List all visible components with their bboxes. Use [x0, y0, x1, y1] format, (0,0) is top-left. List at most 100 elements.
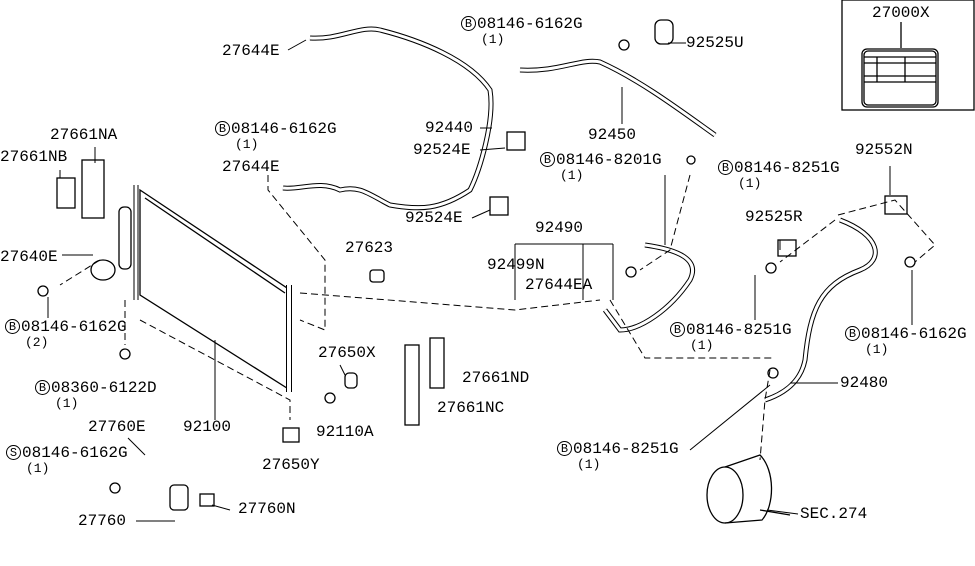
- part-number: 92524E: [413, 141, 471, 159]
- part-number: 92100: [183, 418, 232, 436]
- part-number: 08360-6122D: [51, 379, 157, 397]
- part-label: 27640E: [0, 249, 58, 265]
- part-quantity: (1): [560, 168, 584, 183]
- part-label: 27650X: [318, 345, 376, 361]
- part-number: 08146-8201G: [556, 151, 662, 169]
- part-label: 92499N: [487, 257, 545, 273]
- part-quantity: (1): [235, 137, 259, 152]
- part-label: 27644E: [222, 159, 280, 175]
- compressor: [706, 454, 791, 524]
- part-label: 92440: [425, 120, 473, 136]
- screw-symbol-icon: S: [6, 445, 21, 460]
- part-number: 08146-6162G: [477, 15, 583, 33]
- part-label: 27623: [345, 240, 393, 256]
- part-quantity: (1): [481, 32, 505, 47]
- part-number: 92480: [840, 374, 889, 392]
- part-quantity: (1): [577, 457, 601, 472]
- bolt-symbol-icon: B: [540, 152, 555, 167]
- condenser: [118, 185, 292, 392]
- part-label: 92524E: [405, 210, 463, 226]
- part-number: 27644E: [222, 158, 280, 176]
- part-label: 27661ND: [462, 370, 529, 386]
- part-label: 92552N: [855, 142, 913, 158]
- part-number: 27644EA: [525, 276, 593, 294]
- part-number: 27650X: [318, 344, 376, 362]
- part-label: 27644EA: [525, 277, 592, 293]
- part-quantity: (1): [738, 176, 762, 191]
- part-label: 92525U: [686, 35, 744, 51]
- part-number: SEC.274: [800, 505, 868, 523]
- part-number: 92525R: [745, 208, 803, 226]
- part-quantity: (2): [25, 335, 49, 350]
- part-number: 27760E: [88, 418, 146, 436]
- part-label: 92100: [183, 419, 231, 435]
- part-number: 08146-8251G: [573, 440, 679, 458]
- part-number: 27623: [345, 239, 394, 257]
- part-label: SEC.274: [800, 506, 867, 522]
- part-number: 27644E: [222, 42, 280, 60]
- part-number: 27661NC: [437, 399, 505, 417]
- part-label: 27760N: [238, 501, 296, 517]
- bolt-symbol-icon: B: [557, 441, 572, 456]
- label-box-frame: [841, 0, 975, 111]
- part-label: 92480: [840, 375, 888, 391]
- part-number: 92525U: [686, 34, 744, 52]
- part-label: 92110A: [316, 424, 374, 440]
- leader-lines: [47, 39, 913, 522]
- part-number: 92110A: [316, 423, 374, 441]
- bolt-symbol-icon: B: [5, 319, 20, 334]
- part-number: 27661NB: [0, 148, 68, 166]
- bolt-symbol-icon: B: [718, 160, 733, 175]
- part-number: 27650Y: [262, 456, 320, 474]
- part-label: 92525R: [745, 209, 803, 225]
- small-parts: [37, 19, 916, 511]
- part-number: 27661ND: [462, 369, 530, 387]
- part-number: 27760N: [238, 500, 296, 518]
- part-number: 92499N: [487, 256, 545, 274]
- part-number: 08146-8251G: [734, 159, 840, 177]
- bolt-symbol-icon: B: [461, 16, 476, 31]
- part-number: 08146-8251G: [686, 321, 792, 339]
- bolt-symbol-icon: B: [845, 326, 860, 341]
- part-number: 08146-6162G: [231, 120, 337, 138]
- part-label: 92450: [588, 127, 636, 143]
- part-label: 27760: [78, 513, 126, 529]
- part-label: 27760E: [88, 419, 146, 435]
- part-label: 92490: [535, 220, 583, 236]
- part-number: 92490: [535, 219, 584, 237]
- bolt-symbol-icon: B: [215, 121, 230, 136]
- part-number: 27640E: [0, 248, 58, 266]
- part-number: 92440: [425, 119, 474, 137]
- part-label: 27644E: [222, 43, 280, 59]
- part-number: 27000X: [872, 4, 930, 22]
- part-number: 92450: [588, 126, 637, 144]
- part-number: 08146-6162G: [861, 325, 967, 343]
- part-label: 27661NC: [437, 400, 504, 416]
- part-number: 08146-6162G: [21, 318, 127, 336]
- part-number: 92524E: [405, 209, 463, 227]
- part-quantity: (1): [690, 338, 714, 353]
- part-label: 92524E: [413, 142, 471, 158]
- part-label: 27650Y: [262, 457, 320, 473]
- part-number: 27661NA: [50, 126, 118, 144]
- bolt-symbol-icon: B: [35, 380, 50, 395]
- part-label: 27661NA: [50, 127, 117, 143]
- part-quantity: (1): [26, 461, 50, 476]
- part-number: 92552N: [855, 141, 913, 159]
- part-quantity: (1): [55, 396, 79, 411]
- part-number: 27760: [78, 512, 127, 530]
- part-label: 27000X: [872, 5, 930, 21]
- guide-lines: [59, 174, 936, 461]
